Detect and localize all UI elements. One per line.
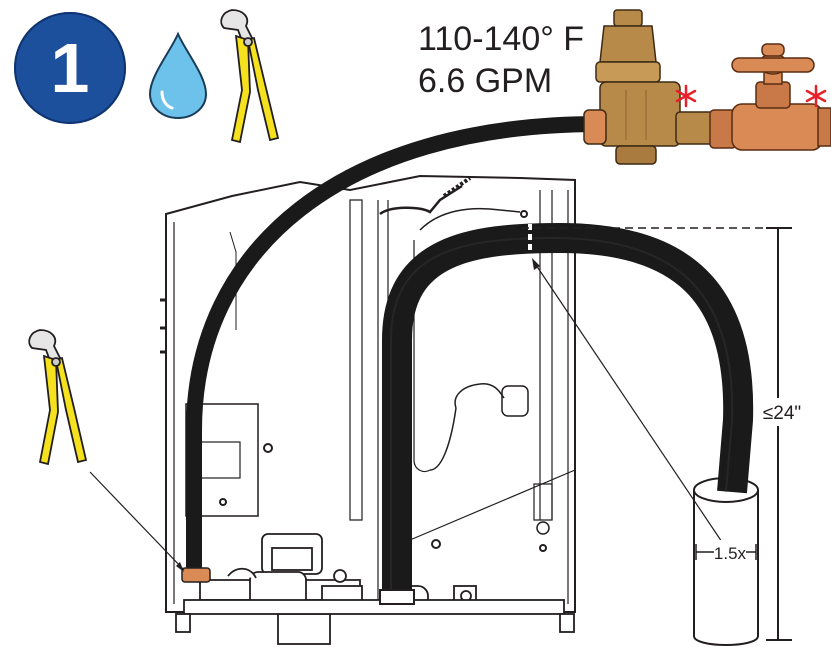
supply-hose	[186, 116, 601, 576]
step-badge: 1	[14, 12, 126, 124]
wrench-icon	[28, 329, 88, 466]
height-dimension	[508, 227, 792, 641]
pipe-ratio-label: 1.5x	[714, 544, 747, 563]
shutoff-valve	[709, 43, 831, 151]
valve-assembly	[175, 533, 575, 645]
pressure-reducing-valve	[583, 9, 719, 165]
water-drop-icon	[148, 31, 208, 120]
machine-frame	[160, 174, 576, 613]
flow-rate-label: 6.6 GPM	[418, 62, 553, 100]
wrench-icon	[220, 9, 280, 144]
drain-hose-clamp	[379, 589, 415, 605]
leader-line-inlet	[89, 471, 185, 571]
inlet-fitting	[181, 567, 211, 583]
asterisk-icon	[805, 84, 827, 108]
step-number: 1	[50, 29, 90, 107]
leader-line-ratio	[533, 261, 727, 549]
max-height-label: ≤24"	[763, 403, 801, 424]
drain-hose	[382, 222, 754, 600]
asterisk-icon	[675, 84, 697, 108]
water-temperature-label: 110-140° F	[418, 20, 585, 58]
